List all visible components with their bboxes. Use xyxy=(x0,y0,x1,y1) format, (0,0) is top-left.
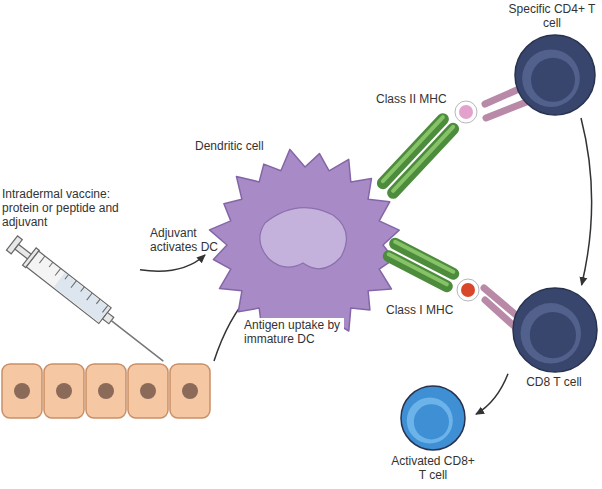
node-label: CD8 T cell xyxy=(508,375,600,389)
molecule-label: Class II MHC xyxy=(376,92,447,106)
edge-label: Adjuvant activates DC xyxy=(150,226,234,254)
node-label: Specific CD4+ T cell xyxy=(507,2,597,30)
dendritic-cell-shape xyxy=(205,145,405,345)
node-label: Intradermal vaccine: protein or peptide … xyxy=(2,187,134,229)
cd8-t-cell: CD8 T cell xyxy=(508,285,600,392)
dendritic-cell: Dendritic cell xyxy=(205,145,405,345)
t-cell-receptor xyxy=(484,86,529,335)
vaccine-syringe: Intradermal vaccine: protein or peptide … xyxy=(0,185,140,345)
node-label: Activated CD8+ T cell xyxy=(390,454,476,482)
molecule-label: Class I MHC xyxy=(386,303,453,317)
process-label: Antigen uptake by immature DC xyxy=(242,318,344,346)
node-label: Dendritic cell xyxy=(193,139,266,153)
activated-cd8-t-cell: Activated CD8+ T cell xyxy=(390,383,476,487)
skin-cells xyxy=(2,364,210,418)
help-arrow xyxy=(581,118,592,285)
activation-arrow xyxy=(476,374,508,414)
cd4-t-cell: Specific CD4+ T cell xyxy=(505,0,600,118)
activation-arrow xyxy=(140,255,205,271)
